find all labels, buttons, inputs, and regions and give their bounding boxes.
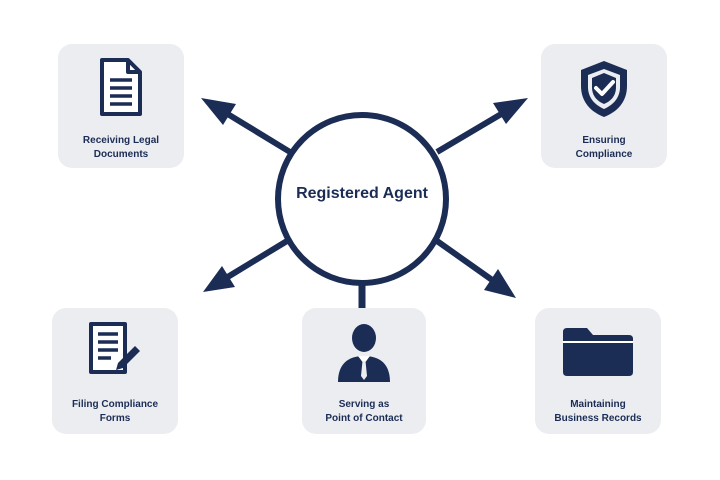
hub-label: Registered Agent (296, 185, 428, 202)
person-icon (302, 320, 426, 384)
role-card-receiving-legal-documents: Receiving Legal Documents (58, 44, 184, 168)
arrow-to-ensuring (435, 98, 528, 155)
folder-icon (535, 326, 661, 378)
role-card-ensuring-compliance: Ensuring Compliance (541, 44, 667, 168)
arrow-to-receiving (201, 98, 292, 155)
role-label: Filing Compliance Forms (71, 399, 159, 424)
role-card-maintaining-business-records: Maintaining Business Records (535, 308, 661, 434)
role-label: Receiving Legal Documents (82, 135, 160, 160)
hub-circle (275, 112, 449, 286)
document-icon (58, 56, 184, 118)
document-pen-icon (52, 320, 178, 380)
role-label: Ensuring Compliance (575, 135, 633, 160)
role-card-serving-as-point-of-contact: Serving as Point of Contact (302, 308, 426, 434)
role-card-filing-compliance-forms: Filing Compliance Forms (52, 308, 178, 434)
role-label: Serving as Point of Contact (325, 399, 403, 424)
arrow-to-maintaining (435, 238, 516, 298)
role-label: Maintaining Business Records (554, 399, 642, 424)
shield-check-icon (541, 58, 667, 120)
arrow-to-filing (203, 238, 289, 292)
